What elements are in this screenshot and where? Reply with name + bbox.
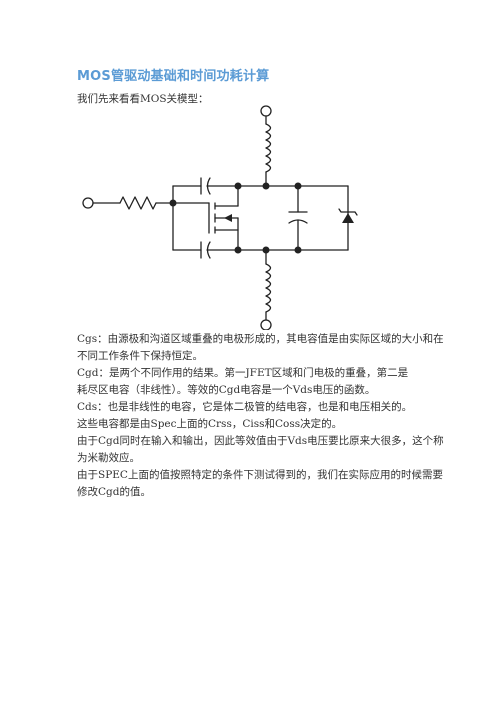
- para-line: 由于SPEC上面的值按照特定的条件下测试得到的，我们在实际应用的时候需要: [77, 469, 443, 481]
- para-line: Cgd：是两个不同作用的结果。第一JFET区域和门电极的重叠，第二是: [77, 367, 409, 379]
- para-line: 这些电容都是由Spec上面的Crss，Ciss和Coss决定的。: [77, 418, 343, 430]
- drain-terminal: [260, 105, 272, 117]
- source-terminal: [260, 319, 272, 330]
- paragraphs: Cgs：由源极和沟道区域重叠的电极形成的，其电容值是由实际区域的大小和在 不同工…: [77, 331, 444, 500]
- drain-inductor: [265, 123, 272, 173]
- para-line: 修改Cgd的值。: [77, 486, 151, 498]
- para-line: 为米勒效应。: [77, 452, 140, 464]
- para-line: 耗尽区电容（非线性）。等效的Cgd电容是一个Vds电压的函数。: [77, 384, 376, 396]
- para-line: Cds：也是非线性的电容，它是体二极管的结电容，也是和电压相关的。: [77, 401, 413, 413]
- gate-terminal: [82, 197, 94, 209]
- intro-text: 我们先来看看MOS关模型：: [77, 93, 209, 105]
- para-line: 不同工作条件下保持恒定。: [77, 350, 203, 362]
- gate-resistor: [119, 196, 157, 210]
- body-diode: [338, 208, 358, 216]
- para-line: Cgs：由源极和沟道区域重叠的电极形成的，其电容值是由实际区域的大小和在: [77, 333, 444, 345]
- mosfet-model-diagram: [82, 105, 358, 330]
- para-line: 由于Cgd同时在输入和输出，因此等效值由于Vds电压要比原来大很多，这个称: [77, 435, 444, 447]
- source-inductor: [265, 263, 272, 313]
- document-title: MOS管驱动基础和时间功耗计算: [77, 69, 270, 84]
